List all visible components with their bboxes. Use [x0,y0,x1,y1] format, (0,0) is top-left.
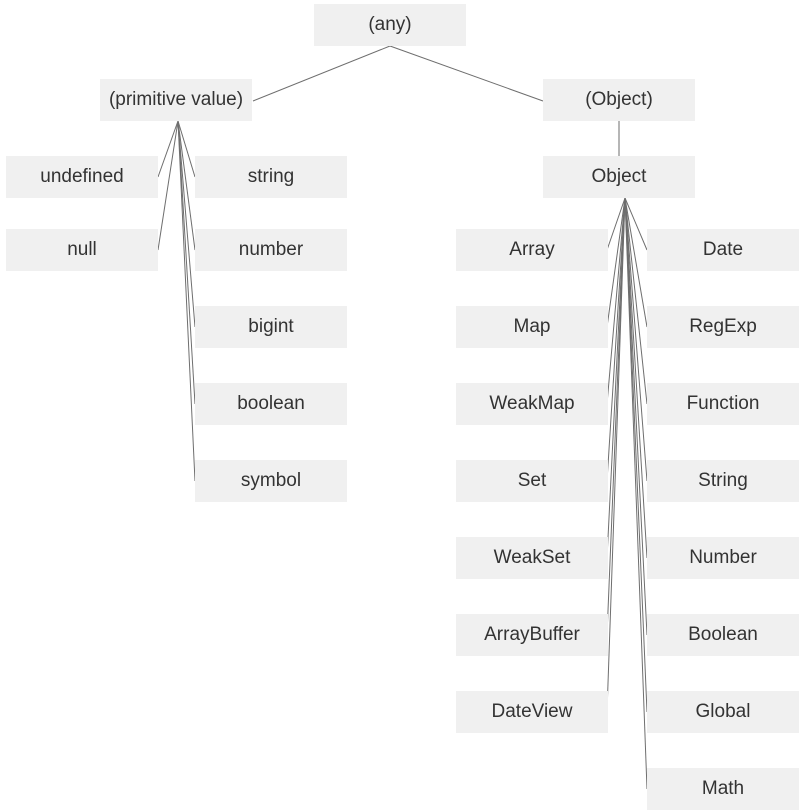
edge-object-number [624,197,648,559]
edge-object-function [624,197,648,405]
edge-object-weakmap [606,197,626,405]
node-function: Function [647,383,799,425]
node-weakmap: WeakMap [456,383,608,425]
node-string: string [195,156,347,198]
edge-object-weakset [606,197,626,559]
node-primitive-value: (primitive value) [100,79,252,121]
edge-any-object-group [389,45,544,102]
node-dateview: DateView [456,691,608,733]
node-null: null [6,229,158,271]
node-date: Date [647,229,799,271]
node-number: number [195,229,347,271]
edge-primitive-undefined [157,120,179,178]
node-object: Object [543,156,695,198]
edge-object-boolean [624,197,648,636]
edge-object-dateview [606,197,626,713]
node-any: (any) [314,4,466,46]
node-string-object: String [647,460,799,502]
node-undefined: undefined [6,156,158,198]
edge-object-map [606,197,626,328]
node-math: Math [647,768,799,810]
edge-object-array [606,197,626,251]
edge-primitive-null [157,120,179,251]
node-map: Map [456,306,608,348]
node-weakset: WeakSet [456,537,608,579]
edge-object-set [606,197,626,482]
node-global: Global [647,691,799,733]
edge-object-string [624,197,648,482]
edge-primitive-boolean [177,120,196,405]
edge-object-regexp [624,197,648,328]
node-boolean-object: Boolean [647,614,799,656]
edge-object-date [624,197,648,251]
node-array: Array [456,229,608,271]
node-arraybuffer: ArrayBuffer [456,614,608,656]
edge-primitive-string [177,120,196,178]
edge-object-math [624,197,648,790]
edge-primitive-symbol [177,120,196,482]
edge-primitive-bigint [177,120,196,328]
edge-primitive-number [177,120,196,251]
node-number-object: Number [647,537,799,579]
node-set: Set [456,460,608,502]
node-bigint: bigint [195,306,347,348]
node-boolean: boolean [195,383,347,425]
edge-any-primitive [252,45,391,102]
node-regexp: RegExp [647,306,799,348]
node-symbol: symbol [195,460,347,502]
node-object-group: (Object) [543,79,695,121]
